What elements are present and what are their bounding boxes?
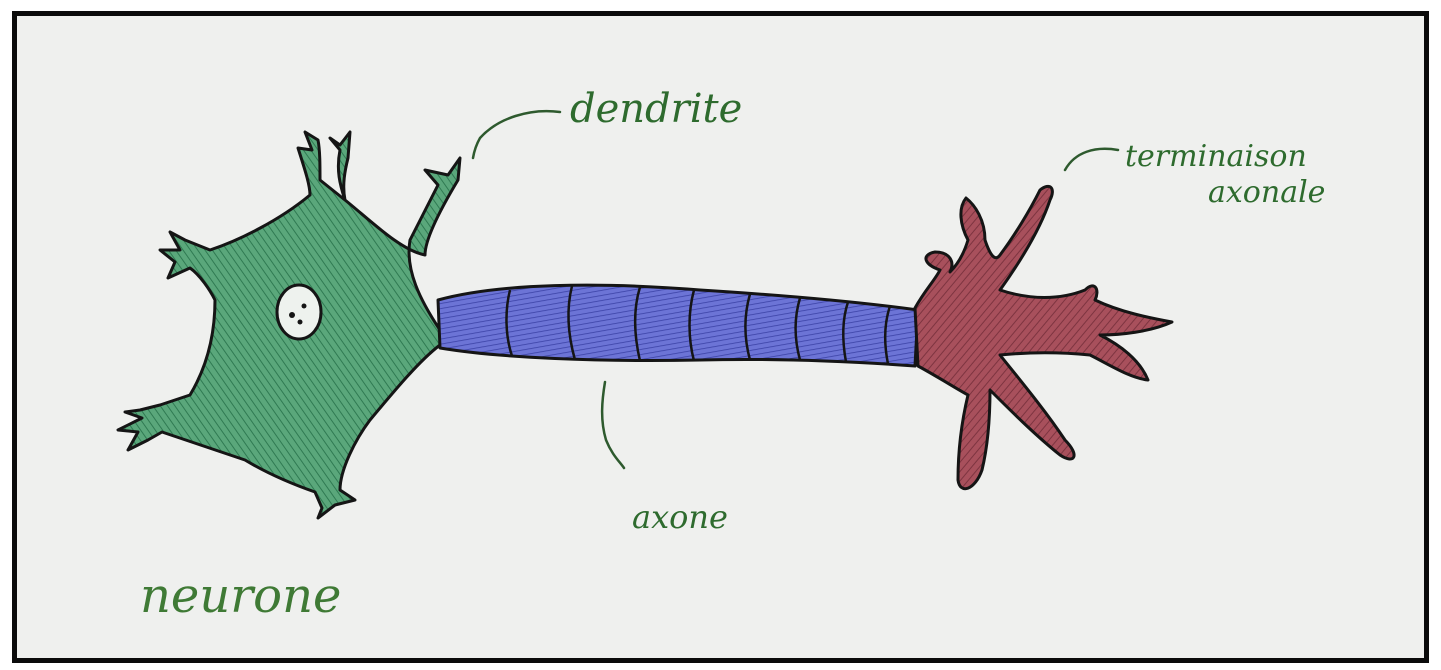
label-terminal-line1: terminaison bbox=[1125, 139, 1307, 174]
nucleus bbox=[277, 285, 321, 339]
label-terminal-line2: axonale bbox=[1208, 175, 1325, 210]
label-neuron: neurone bbox=[140, 568, 341, 624]
axon bbox=[438, 285, 918, 366]
axon-terminal bbox=[915, 186, 1172, 488]
terminal-leader-line bbox=[1065, 149, 1118, 170]
label-axon: axone bbox=[632, 498, 728, 536]
label-dendrite: dendrite bbox=[570, 86, 742, 132]
axon-leader-line bbox=[602, 382, 624, 468]
dendrite-leader-line bbox=[473, 111, 560, 158]
